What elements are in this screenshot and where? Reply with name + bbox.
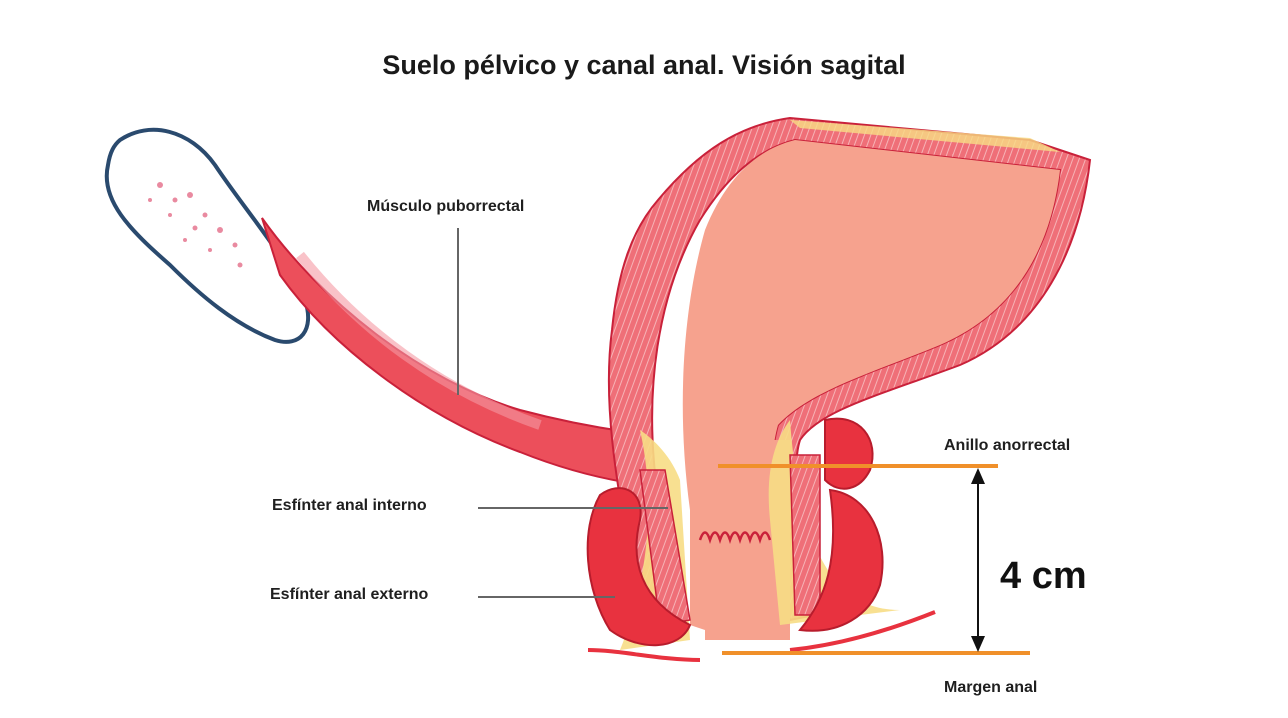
label-internal-sphincter: Esfínter anal interno [272, 497, 427, 515]
diagram-title: Suelo pélvico y canal anal. Visión sagit… [0, 50, 1288, 81]
label-external-sphincter: Esfínter anal externo [270, 586, 428, 604]
arrow-up-icon [971, 468, 985, 484]
label-anorectal-ring: Anillo anorrectal [944, 437, 1070, 455]
internal-sphincter-right [790, 455, 820, 615]
label-length: 4 cm [1000, 555, 1087, 598]
external-sphincter-right-upper [825, 419, 873, 489]
label-anal-margin: Margen anal [944, 679, 1037, 697]
pubic-bone [107, 130, 308, 342]
arrow-down-icon [971, 636, 985, 652]
skin-left [588, 650, 700, 660]
puborectal-muscle [262, 218, 628, 482]
label-puborectal: Músculo puborrectal [367, 198, 524, 216]
